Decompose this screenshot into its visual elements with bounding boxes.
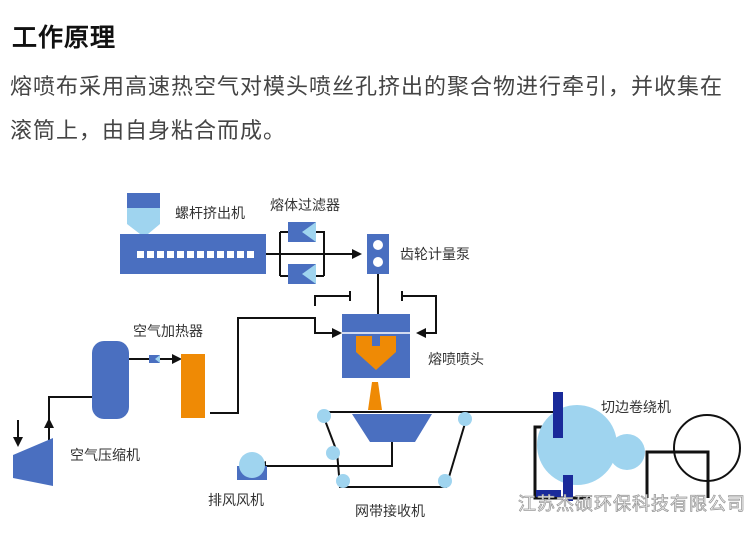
exhaust-fan: [237, 452, 267, 480]
mesh-belt-collector: [256, 409, 555, 488]
screw-extruder: [120, 193, 266, 274]
hopper-top: [127, 193, 160, 208]
watermark: 江苏杰硕环保科技有限公司: [518, 494, 746, 515]
description-text: 熔喷布采用高速热空气对模头喷丝孔挤出的聚合物进行牵引，并收集在滚筒上，由自身粘合…: [10, 75, 724, 144]
gear-metering-pump: [367, 234, 389, 314]
screw-flights: [137, 251, 254, 258]
label-melt-filter: 熔体过滤器: [270, 198, 340, 214]
edge-trim-winder: [533, 392, 741, 501]
air-tank: [92, 341, 129, 419]
label-air-heater: 空气加热器: [133, 324, 203, 340]
label-air-compressor: 空气压缩机: [70, 448, 140, 464]
label-gear-pump: 齿轮计量泵: [400, 247, 470, 263]
compressor-body: [13, 438, 53, 486]
label-edge-trim-winder: 切边卷绕机: [601, 400, 671, 416]
fiber-stream: [368, 382, 382, 410]
label-mesh-belt: 网带接收机: [355, 503, 425, 520]
meltblown-die: [210, 291, 437, 414]
hopper-funnel: [127, 208, 160, 245]
label-exhaust-fan: 排风风机: [208, 493, 264, 509]
air-heater: [181, 354, 205, 418]
air-supply: [13, 341, 205, 486]
page-title: 工作原理: [12, 23, 117, 52]
melt-filter: [266, 222, 362, 284]
label-meltblown-die: 熔喷喷头: [428, 352, 484, 368]
label-screw-extruder: 螺杆挤出机: [175, 206, 245, 222]
suction-box: [352, 414, 432, 442]
